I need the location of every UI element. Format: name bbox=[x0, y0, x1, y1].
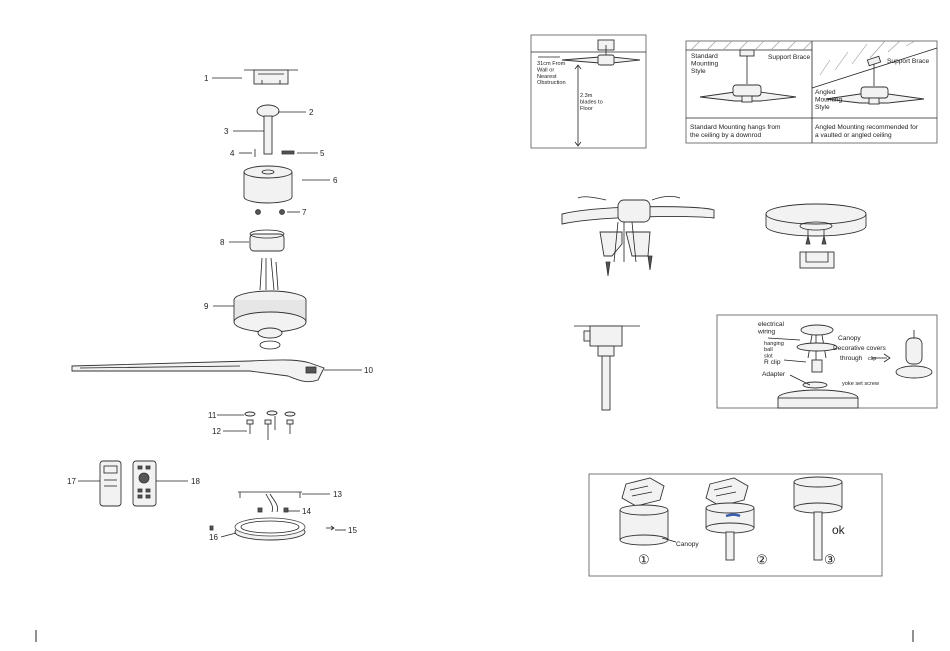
steps-canopy-label: Canopy bbox=[676, 541, 699, 548]
part-small-screw bbox=[326, 525, 335, 531]
support-brace-left-label: Support Brace bbox=[768, 54, 810, 61]
part-wall-control bbox=[99, 460, 122, 507]
bracket-install-figure bbox=[561, 195, 715, 277]
part-pin-and-clip bbox=[254, 149, 295, 157]
part-number-1: 1 bbox=[204, 74, 209, 83]
part-motor bbox=[233, 257, 307, 350]
part-downrod bbox=[256, 104, 280, 155]
part-number-18: 18 bbox=[191, 477, 200, 486]
part-canopy bbox=[243, 165, 293, 204]
part-number-9: 9 bbox=[204, 302, 209, 311]
part-number-2: 2 bbox=[309, 108, 314, 117]
part-number-5: 5 bbox=[320, 149, 325, 158]
part-number-7: 7 bbox=[302, 208, 307, 217]
part-blade-screws bbox=[244, 410, 296, 440]
canopy-steps-figure: Canopy ok ① ② ③ bbox=[588, 473, 883, 577]
part-number-labels: 1 2 3 4 5 6 7 8 9 10 11 12 17 18 13 14 1… bbox=[67, 74, 373, 542]
step-3-number: ③ bbox=[824, 552, 836, 567]
part-number-13: 13 bbox=[333, 490, 342, 499]
part-number-10: 10 bbox=[364, 366, 373, 375]
part-light-kit-glass bbox=[234, 517, 306, 541]
part-fan-blade bbox=[71, 359, 325, 383]
part-number-17: 17 bbox=[67, 477, 76, 486]
part-number-16: 16 bbox=[209, 533, 218, 542]
part-number-8: 8 bbox=[220, 238, 225, 247]
r-clip-label: R clip bbox=[764, 359, 781, 366]
canopy-label: Canopy bbox=[838, 335, 861, 342]
step-1-number: ① bbox=[638, 552, 650, 567]
ok-label: ok bbox=[832, 523, 846, 537]
part-number-11: 11 bbox=[208, 411, 217, 420]
part-coupling-cover bbox=[249, 229, 285, 252]
through-label: through bbox=[840, 355, 863, 362]
part-number-12: 12 bbox=[212, 427, 221, 436]
leader-lines bbox=[78, 77, 362, 538]
step-2-number: ② bbox=[756, 552, 768, 567]
part-mounting-bracket bbox=[244, 69, 298, 85]
exploded-parts-diagram: 1 2 3 4 5 6 7 8 9 10 11 12 17 18 13 14 1… bbox=[67, 69, 373, 542]
part-remote-control bbox=[132, 460, 157, 507]
part-screws bbox=[255, 209, 285, 215]
part-number-15: 15 bbox=[348, 526, 357, 535]
part-number-6: 6 bbox=[333, 176, 338, 185]
canopy-screw-figure bbox=[765, 203, 867, 269]
part-light-screws bbox=[209, 507, 289, 531]
part-number-4: 4 bbox=[230, 149, 235, 158]
part-number-14: 14 bbox=[302, 507, 311, 516]
downrod-canopy-figure bbox=[574, 325, 640, 411]
part-light-plate bbox=[238, 491, 302, 513]
decorative-covers-label: Decorative covers bbox=[833, 345, 886, 352]
yoke-set-screw-label: yoke set screw bbox=[842, 381, 880, 387]
support-brace-right-label: Support Brace bbox=[887, 58, 929, 65]
part-number-3: 3 bbox=[224, 127, 229, 136]
clip-label: clip bbox=[868, 356, 876, 362]
adapter-label: Adapter bbox=[762, 371, 786, 378]
